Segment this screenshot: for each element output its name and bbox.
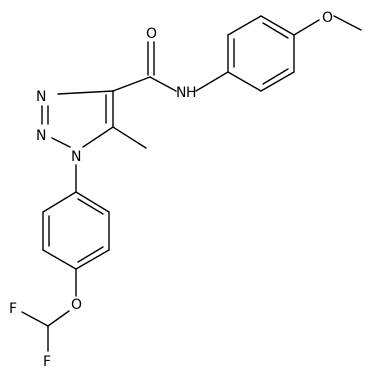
bond-o-chf2 [47, 310, 70, 327]
atom-fluorine-bottom: F [43, 354, 51, 370]
ring-a-bond-6 [227, 71, 262, 92]
bond-o-methyl [333, 15, 362, 31]
ring-a-bond-5 [260, 71, 295, 92]
atom-amide-nitrogen: N [176, 85, 186, 101]
bond-c5-methyl [112, 126, 147, 149]
bond-n-aryl [195, 71, 229, 92]
ring-a-double-3 [262, 68, 289, 85]
ring-b-bond-4 [42, 249, 77, 270]
atom-ether-oxygen: O [71, 297, 82, 313]
atom-amide-hydrogen: H [186, 85, 197, 101]
bond-c5-n1 [82, 126, 114, 148]
atom-triazole-n1: N [71, 149, 81, 165]
ring-a-double-2 [262, 22, 289, 39]
ring-b-bond-3 [75, 249, 110, 270]
bond-c4-n3 [57, 90, 114, 95]
bond-aryl-o-methoxy [293, 19, 320, 36]
triazole-ring [41, 90, 147, 193]
ring-b-bond-6 [42, 191, 77, 213]
ring-b-double-2 [77, 246, 104, 263]
methoxyphenyl-ring [227, 15, 362, 92]
ring-a-bond-2 [227, 15, 262, 36]
atom-carbonyl-oxygen: O [146, 26, 157, 42]
ring-a-bond-3 [260, 15, 295, 36]
ring-b-bond-1 [75, 191, 110, 213]
bond-c-f-top [21, 311, 49, 327]
bond-c-triazole [112, 76, 151, 92]
atom-triazole-n2: N [36, 128, 46, 144]
ring-b-double-1 [77, 198, 104, 215]
phenyl-ring-lower [21, 191, 110, 352]
atom-labels: O N H O N N N O F F [9, 10, 333, 370]
atom-triazole-n3: N [36, 89, 46, 105]
atom-methoxy-oxygen: O [322, 10, 333, 26]
atom-fluorine-top: F [9, 301, 17, 317]
bond-n2-n1 [51, 137, 71, 148]
bond-c-n-amide [149, 76, 177, 92]
carbonyl-group [112, 41, 229, 92]
